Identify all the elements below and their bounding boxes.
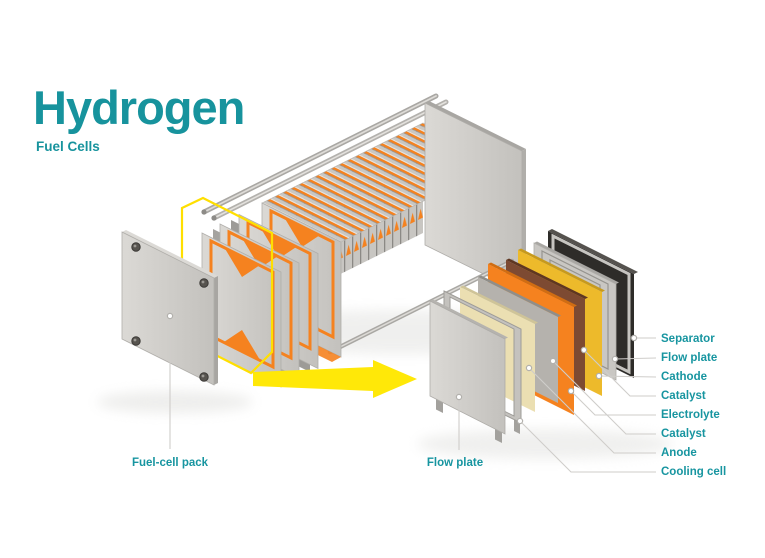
title-block: Hydrogen Fuel Cells: [33, 81, 245, 154]
label-separator: Separator: [661, 333, 715, 345]
label-anode: Anode: [661, 447, 697, 459]
anchor-dot-electrolyte: [567, 387, 575, 395]
layer-flow-plate-front: [429, 299, 508, 443]
exploded-view-arrow: [253, 360, 417, 398]
anchor-dot-cooling-cell: [516, 417, 524, 425]
label-catalyst-cathode: Catalyst: [661, 390, 706, 402]
page-title: Hydrogen: [33, 81, 245, 134]
label-electrolyte: Electrolyte: [661, 409, 720, 421]
stack-top-rails: [201, 93, 449, 221]
leader-lines: [166, 312, 657, 473]
anchor-dot-fuel-cell-pack: [166, 312, 174, 320]
layer-labels: Separator Flow plate Cathode Catalyst El…: [132, 333, 726, 478]
label-catalyst-anode: Catalyst: [661, 428, 706, 440]
label-flow-plate-back: Flow plate: [661, 352, 717, 364]
anchor-dot-catalyst-cathode: [580, 346, 588, 354]
exploded-layer-view: [429, 229, 638, 443]
label-cathode: Cathode: [661, 371, 707, 383]
end-plate-bolts: [131, 242, 209, 382]
page-subtitle: Fuel Cells: [36, 139, 100, 154]
anchor-dot-catalyst-anode: [549, 357, 557, 365]
label-flow-plate-front: Flow plate: [427, 457, 483, 469]
anchor-dot-separator: [630, 334, 638, 342]
anchor-dot-anode: [525, 364, 533, 372]
anchor-dot-cathode: [595, 372, 603, 380]
anchor-dot-flow-plate-back: [611, 355, 619, 363]
label-fuel-cell-pack: Fuel-cell pack: [132, 457, 209, 469]
fuel-cell-pack-group: [180, 196, 320, 389]
anchor-dot-flow-plate-front: [455, 393, 463, 401]
end-plate: [121, 230, 218, 386]
label-cooling-cell: Cooling cell: [661, 466, 726, 478]
